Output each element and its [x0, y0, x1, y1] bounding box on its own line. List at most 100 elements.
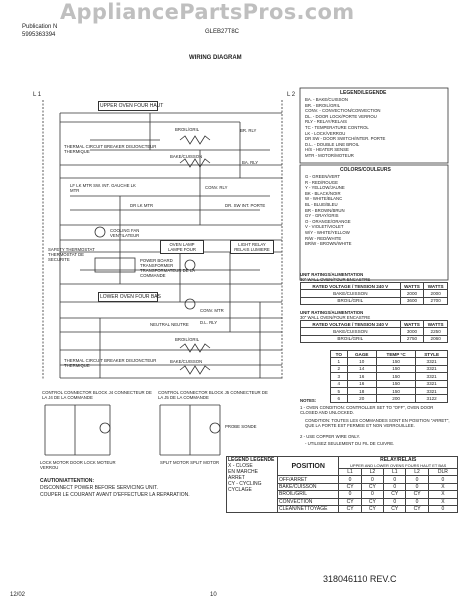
ratings-upper-cell: 2700 — [423, 296, 448, 306]
position-value: 0 — [383, 497, 407, 506]
note-2-fr: - UTILISEZ SEULEMENT DU FIL DE CUIVRE. — [305, 441, 395, 446]
position-legend-title: LEGEND LEGENDE — [228, 457, 275, 463]
wire-cell: 6 — [330, 394, 348, 403]
color-item: Y - YELLOW/JAUNE — [305, 185, 345, 191]
position-legend-item: CY - CYCLING — [228, 481, 262, 487]
position-value: 0 — [338, 475, 362, 484]
position-value: X — [427, 490, 459, 499]
wire-cell: 3321 — [415, 379, 448, 388]
ratings-lower-cell: 2750 — [399, 334, 425, 344]
ratings-lower-cell: 2250 — [423, 327, 448, 336]
ba-relay-label-upper: BA. RLY — [242, 160, 259, 165]
position-header: POSITION — [276, 455, 340, 477]
position-value: 0 — [405, 497, 429, 506]
dl-relay-label: D.L. RLY — [200, 320, 218, 325]
position-value: 0 — [427, 475, 459, 484]
wire-cell: 10 — [346, 357, 377, 366]
position-name: CLEAN/NETTOYAGE — [276, 504, 340, 514]
color-item: W - WHITE/BLANC — [305, 196, 343, 202]
legend-item: LK - LOCK/VERROU — [305, 130, 346, 136]
position-value: X — [427, 482, 459, 492]
upper-oven-label: UPPER OVEN FOUR HAUT — [98, 101, 164, 111]
wire-cell: 4 — [330, 379, 348, 388]
door-switch-label: DR. SW INT. PORTE — [225, 203, 266, 208]
ratings-lower-cell: BROIL/GRIL — [300, 334, 401, 344]
wire-header: STYLE — [415, 349, 448, 359]
wire-cell: 150 — [375, 386, 417, 396]
legend-item: BR. - BROIL/GRIL — [305, 102, 341, 108]
ratings-upper-header: WATTS — [423, 281, 448, 291]
ratings-upper-cell: 2000 — [423, 289, 448, 298]
legend-title: LEGEND/LEGENDE — [340, 90, 387, 96]
ratings-upper-cell: 3600 — [399, 296, 425, 306]
ratings-upper-header: RATED VOLTAGE / TENSION 240 V — [300, 281, 401, 291]
wire-cell: 3122 — [415, 394, 448, 403]
ratings-lower: UNIT RATINGS/ALIMENTATION 30" WALL OVEN/… — [300, 310, 448, 344]
legend-item: MTR - MOTOR/MOTEUR — [305, 152, 354, 158]
watermark: AppliancePartsPros.com — [60, 0, 355, 24]
position-value: CY — [405, 490, 429, 499]
line-l2-label: L 2 — [287, 92, 296, 98]
lock-motor-label: LOCK MOTOR DOOR LOCK MOTEUR VERROU — [40, 460, 116, 470]
position-value: CY — [338, 504, 362, 514]
wire-header: TEMP °C — [375, 349, 417, 359]
probe-label: PROBE SONDE — [225, 424, 257, 429]
position-value: CY — [338, 482, 362, 492]
colors-title: COLORS/COULEURS — [340, 167, 391, 173]
power-board-label: POWER BOARD TRANSFORMER TRANSFORMATEUR D… — [140, 258, 195, 278]
position-value: CY — [383, 490, 407, 499]
ratings-lower-subtitle: 30" WALL OVEN/FOUR ENCASTRE — [300, 315, 371, 320]
position-legend-item: CYCLAGE — [228, 487, 252, 493]
conv-relay-label: CONV. RLY — [205, 185, 228, 190]
relay-col-header: L1 — [383, 467, 407, 477]
relay-col-header: L2 — [360, 467, 385, 477]
position-value: CY — [360, 504, 385, 514]
position-legend-item: X - CLOSE — [228, 463, 253, 469]
cooling-fan-label: COOLING FAN VENTILATEUR — [110, 228, 140, 238]
safety-thermostat-label: SAFETY THERMOSTAT THERMOSTAT DE SECURITE — [48, 247, 95, 262]
color-item: G - GREEN/VERT — [305, 174, 341, 179]
position-value: 0 — [383, 475, 407, 484]
wire-header: TO — [330, 349, 348, 359]
position-value: CY — [360, 482, 385, 492]
position-value: 0 — [405, 475, 429, 484]
ratings-lower-cell: BAKE/CUISSON — [300, 327, 401, 336]
legend-item: TC - TEMPERATURE CONTROL — [305, 124, 369, 130]
ratings-upper-title: UNIT RATINGS/ALIMENTATION — [300, 272, 364, 277]
position-value: CY — [405, 504, 429, 514]
position-value: 0 — [405, 482, 429, 492]
broil-element-label-lower: BROIL/GRIL — [175, 337, 200, 342]
legend-item: CONV. - CONVECTION/CONVECTION — [305, 108, 381, 114]
ratings-upper-cell: BAKE/CUISSON — [300, 289, 401, 298]
ratings-lower-header: WATTS — [399, 319, 425, 329]
color-item: BK - BLACK/NOIR — [305, 190, 341, 196]
position-name: BROIL/GRIL — [276, 490, 340, 499]
publication-label: Publication N — [22, 24, 58, 30]
relay-subtitle: UPPER AND LOWER OVENS FOURS HAUT ET BAS — [350, 463, 447, 468]
wire-cell: 1 — [330, 357, 348, 366]
page-number: 10 — [210, 592, 217, 598]
color-item: BR - BROWN/BRUN — [305, 207, 345, 213]
position-legend-item: ARRET — [228, 475, 245, 481]
note-2: 2 - USE COPPER WIRE ONLY. — [300, 434, 361, 439]
position-value: 0 — [360, 490, 385, 499]
relay-title: RELAY/RELAIS — [380, 457, 417, 463]
ratings-upper-cell: 2000 — [399, 289, 425, 298]
wire-cell: 20 — [346, 394, 377, 403]
relay-col-header: DLR — [427, 467, 459, 477]
color-item: V - VIOLET/VIOLET — [305, 224, 344, 230]
position-value: 0 — [338, 490, 362, 499]
ratings-upper: UNIT RATINGS/ALIMENTATION 30" WALL OVEN/… — [300, 272, 448, 306]
ratings-lower-cell: 3000 — [399, 327, 425, 336]
position-value: CY — [360, 497, 385, 506]
caution-text: DISCONNECT POWER BEFORE SERVICING UNIT. — [40, 485, 158, 491]
